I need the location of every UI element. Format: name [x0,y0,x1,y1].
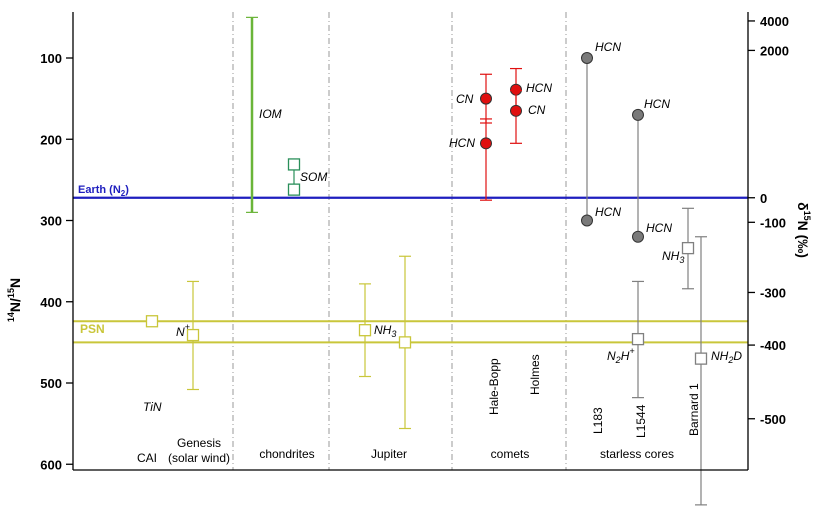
left-tick-label-400: 400 [40,295,62,310]
category-separators [232,12,567,470]
label-jupiter-nh3: NH3 [374,323,396,339]
left-axis-title-main2: N [7,278,23,288]
right-axis-title: δ15N (‰) [795,202,812,258]
label-hale-bopp-cn: CN [456,92,474,106]
left-tick-label-500: 500 [40,376,62,391]
right-tick-label-0: 0 [760,191,767,206]
left-axis-title-sup1: 14 [6,312,16,322]
label-som: SOM [300,170,327,184]
psn-line-label: PSN [80,322,105,336]
point-square-3-0 [287,158,301,171]
category-label-starless-cores: starless cores [600,447,674,461]
left-axis-title: 14N/15N [6,278,23,322]
point-square-4 [358,324,372,337]
right-axis-title-main1: δ [795,202,811,211]
category-label-comets: comets [491,447,530,461]
right-tick-label--500: -500 [760,412,786,427]
earth-line-label: Earth (N2) [78,184,129,198]
right-tick-label-2000: 2000 [760,43,789,58]
label-l1544-hcn-top: HCN [644,97,670,111]
point-square-15 [681,241,695,255]
right-tick-label-4000: 4000 [760,14,789,29]
point-square-16 [694,352,708,365]
point-square-3-1 [287,183,301,196]
right-tick-label--100: -100 [760,215,786,230]
label-nh2d: NH2D [711,349,742,365]
right-axis-ticks: 4000 2000 0 -100 -300 -400 -500 [748,14,789,427]
category-label-chondrites: chondrites [259,447,314,461]
right-tick-label--400: -400 [760,338,786,353]
label-holmes-cn: CN [528,103,546,117]
label-l183-hcn-bottom: HCN [595,205,621,219]
left-tick-label-600: 600 [40,457,62,472]
left-tick-label-200: 200 [40,132,62,147]
label-l183-hcn-top: HCN [595,40,621,54]
point-circle-7 [480,137,492,150]
right-tick-label--300: -300 [760,285,786,300]
left-tick-label-100: 100 [40,51,62,66]
label-l183: L183 [591,407,605,434]
category-label-genesis-line2: (solar wind) [168,451,230,465]
right-axis-title-sup: 15 [802,211,812,221]
label-iom: IOM [259,107,282,121]
category-label-genesis: Genesis [177,436,221,450]
label-l1544-hcn-bottom: HCN [646,221,672,235]
label-n-plus: N+ [176,322,190,339]
point-square-0 [145,315,159,328]
label-starless-nh3: NH3 [662,249,684,265]
reference-lines [73,196,748,344]
label-tin: TiN [143,400,162,414]
label-holmes-hcn: HCN [526,81,552,95]
point-circle-9 [510,104,522,117]
label-hale-bopp: Hale-Bopp [487,358,501,415]
point-square-5 [398,336,412,349]
label-barnard-1: Barnard 1 [687,383,701,436]
label-hale-bopp-hcn: HCN [449,136,475,150]
point-circle-12 [632,108,644,121]
point-circle-13 [632,230,644,243]
point-circle-11 [581,214,593,227]
category-label-jupiter: Jupiter [371,447,407,461]
left-axis-ticks: 100 200 300 400 500 600 [40,51,73,472]
right-axis-title-main2: N (‰) [795,221,811,258]
label-holmes: Holmes [528,354,542,395]
point-square-14 [631,332,645,346]
label-n2h-plus: N2H+ [607,346,635,365]
left-tick-label-300: 300 [40,214,62,229]
category-label-cai: CAI [137,451,157,465]
point-square-1 [186,328,200,342]
label-l1544: L1544 [634,404,648,438]
left-axis-title-sup2: 15 [6,288,16,298]
point-circle-10 [581,52,593,64]
point-circle-6 [480,92,492,105]
data-marks [145,16,708,506]
left-axis-title-main1: N/ [7,298,23,312]
